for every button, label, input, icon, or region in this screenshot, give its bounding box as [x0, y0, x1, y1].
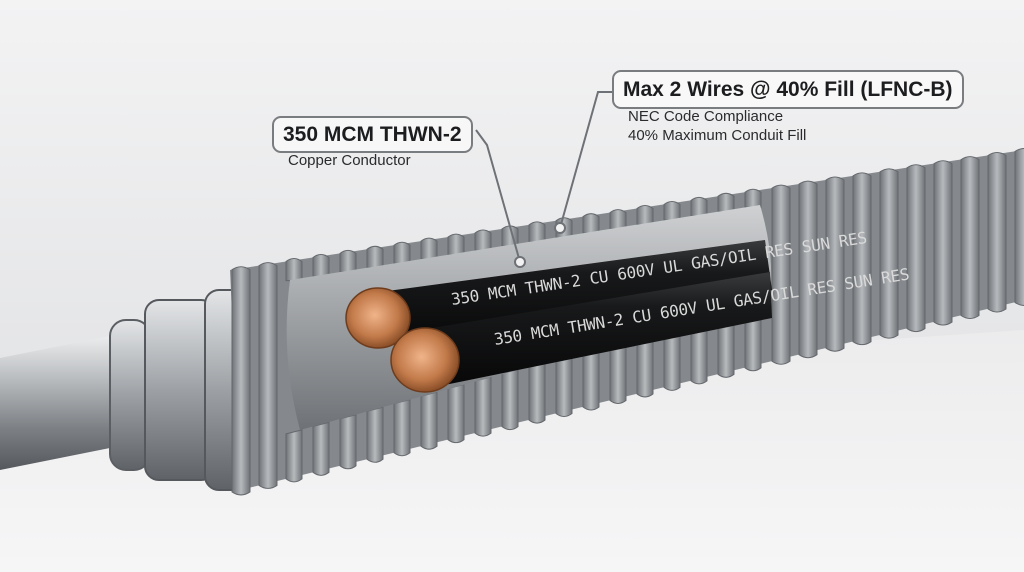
conduit-rib: [474, 229, 492, 437]
conduit-rib: [879, 168, 899, 339]
conduit-fitting: [109, 289, 246, 491]
conduit-rib: [285, 258, 303, 483]
conduit-rib: [1014, 147, 1024, 306]
conduit-rib: [636, 205, 654, 398]
conduit-rib: [366, 245, 384, 463]
conduit-rib: [717, 192, 735, 378]
fill-leader-line: [559, 91, 612, 229]
conduit-rib: [447, 233, 465, 444]
conduit-rib: [501, 225, 519, 431]
conduit-rib: [960, 156, 980, 320]
conduit-rib: [312, 253, 330, 476]
fill-callout-line-1: NEC Code Compliance: [628, 108, 784, 125]
conduit-rib: [933, 160, 953, 326]
conduit-rib: [609, 209, 627, 404]
conduit-rib: [258, 262, 278, 489]
conduit-rib: [582, 213, 600, 411]
conduit-rib: [852, 172, 872, 346]
conduit-rib: [771, 184, 791, 365]
conduit-rib: [231, 266, 251, 496]
conduit-rib: [690, 196, 708, 385]
conduit-rib: [825, 176, 845, 352]
conduit-rib: [798, 180, 818, 359]
conductor-leader-dot: [514, 256, 526, 268]
conduit-rib: [906, 164, 926, 333]
conductor-callout-title: 350 MCM THWN-2: [272, 116, 473, 153]
conductor-callout-subtitle: Copper Conductor: [288, 152, 411, 169]
conduit-rib: [420, 237, 438, 450]
fill-callout-title: Max 2 Wires @ 40% Fill (LFNC-B): [612, 70, 964, 109]
fill-callout-line-2: 40% Maximum Conduit Fill: [628, 127, 807, 144]
conduit-rib: [393, 241, 411, 457]
conduit-rib: [663, 200, 681, 391]
conduit-rib: [339, 249, 357, 470]
conduit-rib: [744, 188, 762, 372]
fill-leader-dot: [554, 222, 566, 234]
conduit-rib: [555, 217, 573, 418]
leader-lines: [475, 91, 612, 268]
conduit-rib: [987, 152, 1007, 313]
conductor-leader-line: [475, 129, 521, 263]
conduit-rib: [528, 221, 546, 424]
